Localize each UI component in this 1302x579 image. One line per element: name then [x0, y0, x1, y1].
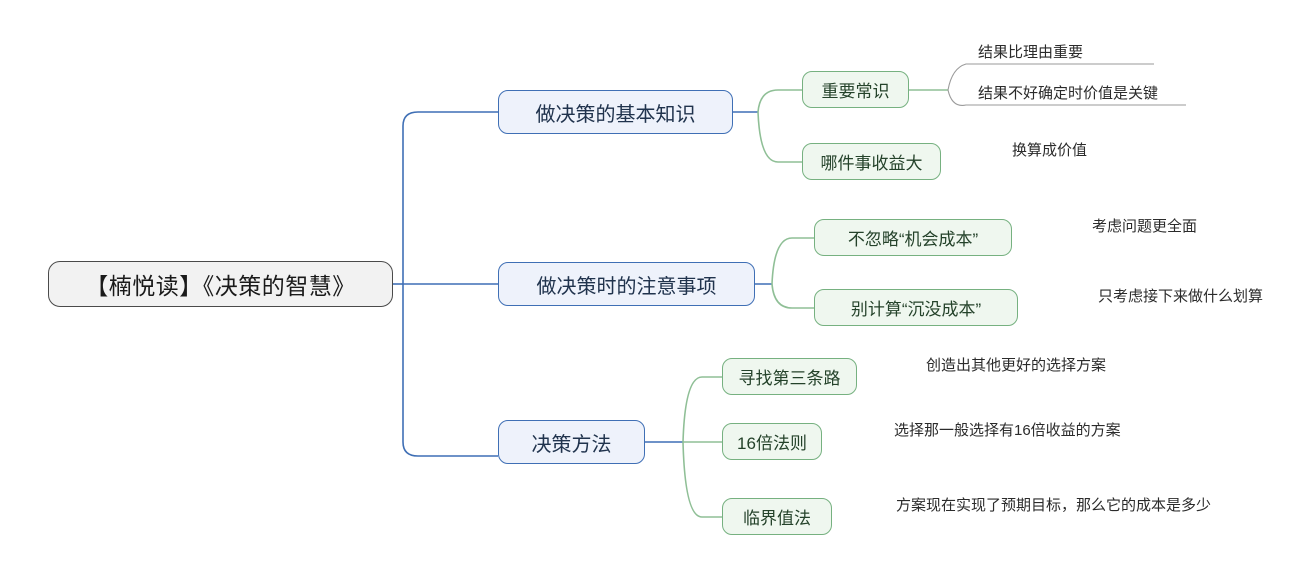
- link-branch2-child-1: [771, 237, 814, 285]
- leaf-node-label: 创造出其他更好的选择方案: [926, 357, 1107, 374]
- child-node-label: 寻找第三条路: [738, 369, 841, 388]
- branch-node-label: 做决策的基本知识: [535, 103, 696, 126]
- link-root-branch-1: [402, 111, 498, 127]
- branch-node-basic-knowledge[interactable]: 做决策的基本知识: [498, 90, 733, 134]
- branch-node-cautions[interactable]: 做决策时的注意事项: [498, 262, 755, 306]
- branch-node-label: 决策方法: [531, 433, 612, 456]
- leaf-node-label: 换算成价值: [1012, 142, 1088, 159]
- child-node-opportunity-cost[interactable]: 不忽略“机会成本”: [814, 219, 1012, 256]
- leaf-node-choose-16x[interactable]: 选择那一般选择有16倍收益的方案: [888, 420, 1144, 442]
- root-node[interactable]: 【楠悦读】《决策的智慧》: [48, 261, 393, 307]
- leaf-node-cost-question[interactable]: 方案现在实现了预期目标，那么它的成本是多少: [890, 495, 1290, 517]
- child-node-16x-rule[interactable]: 16倍法则: [722, 423, 822, 460]
- child-node-common-sense[interactable]: 重要常识: [802, 71, 909, 108]
- branch-node-label: 做决策时的注意事项: [536, 275, 717, 298]
- link-branch3-child-1: [682, 376, 722, 443]
- child-node-label: 16倍法则: [737, 434, 807, 453]
- root-node-label: 【楠悦读】《决策的智慧》: [85, 273, 356, 299]
- leaf-node-label: 考虑问题更全面: [1092, 218, 1198, 235]
- child-node-sunk-cost[interactable]: 别计算“沉没成本”: [814, 289, 1018, 326]
- leaf-node-result-over-reason[interactable]: 结果比理由重要: [972, 42, 1154, 64]
- link-root-branch-3: [402, 441, 498, 457]
- child-node-label: 不忽略“机会成本”: [847, 230, 979, 249]
- link-branch1-child-2: [757, 111, 802, 163]
- child-node-threshold-method[interactable]: 临界值法: [722, 498, 832, 535]
- leaf-node-label: 选择那一般选择有16倍收益的方案: [894, 422, 1121, 439]
- child-node-label: 别计算“沉没成本”: [850, 300, 982, 319]
- leaf-node-create-better-options[interactable]: 创造出其他更好的选择方案: [920, 355, 1124, 377]
- leaf-node-more-comprehensive[interactable]: 考虑问题更全面: [1086, 216, 1254, 238]
- leaf-node-value-is-key[interactable]: 结果不好确定时价值是关键: [972, 83, 1186, 105]
- link-branch1-child-1: [757, 89, 802, 113]
- leaf-node-label: 只考虑接下来做什么划算: [1098, 288, 1264, 305]
- leaf-node-convert-to-value[interactable]: 换算成价值: [1006, 140, 1104, 162]
- link-branch3-child-3: [682, 441, 722, 518]
- leaf-node-label: 结果比理由重要: [978, 44, 1084, 61]
- link-branch2-child-2: [771, 283, 814, 309]
- child-node-label: 哪件事收益大: [820, 154, 923, 173]
- leaf-node-label: 结果不好确定时价值是关键: [978, 85, 1159, 102]
- child-node-which-benefit[interactable]: 哪件事收益大: [802, 143, 941, 180]
- child-node-label: 临界值法: [743, 509, 811, 528]
- child-node-label: 重要常识: [821, 82, 890, 101]
- leaf-node-label: 方案现在实现了预期目标，那么它的成本是多少: [896, 497, 1212, 514]
- branch-node-methods[interactable]: 决策方法: [498, 420, 645, 464]
- leaf-node-consider-forward[interactable]: 只考虑接下来做什么划算: [1092, 286, 1282, 308]
- child-node-third-path[interactable]: 寻找第三条路: [722, 358, 857, 395]
